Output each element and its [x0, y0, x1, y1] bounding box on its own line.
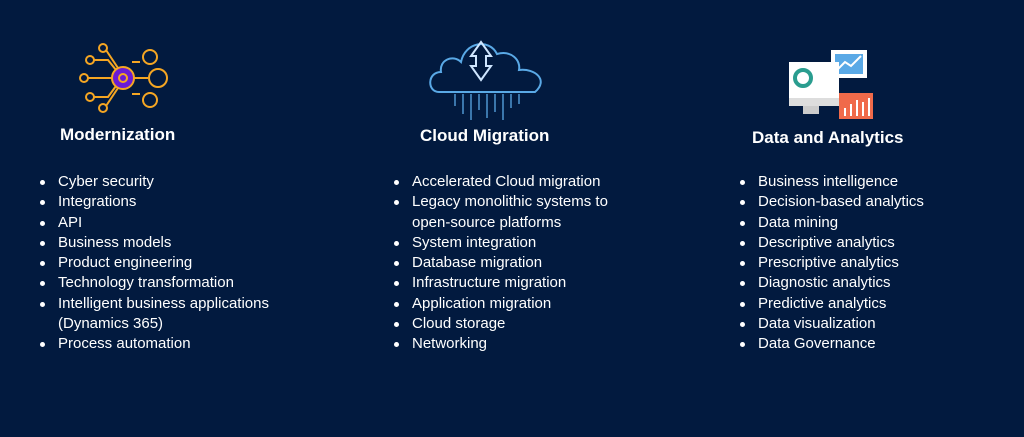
gears-network-icon: [79, 43, 168, 113]
list-item: Data visualization: [736, 314, 924, 334]
list-item: Cyber security: [36, 172, 269, 192]
list-item: Cloud storage: [390, 314, 608, 334]
list-item: API: [36, 213, 269, 233]
list-item: Business models: [36, 233, 269, 253]
cloud-upload-download-icon: [429, 40, 542, 120]
list-item: Technology transformation: [36, 273, 269, 293]
column-title: Data and Analytics: [752, 128, 904, 147]
column-title: Modernization: [60, 125, 176, 144]
list-item: Networking: [390, 334, 608, 354]
list-item: Integrations: [36, 192, 269, 212]
list-item: Infrastructure migration: [390, 273, 608, 293]
list-item: Predictive analytics: [736, 294, 924, 314]
list-item: (Dynamics 365): [58, 315, 164, 333]
list-item: Legacy monolithic systems to: [390, 192, 608, 212]
list-item: Product engineering: [36, 253, 269, 273]
list-item: Application migration: [390, 294, 608, 314]
list-item: Process automation: [36, 334, 269, 354]
list-item: Intelligent business applications: [36, 294, 269, 314]
list-item: Diagnostic analytics: [736, 273, 924, 293]
list-item: Prescriptive analytics: [736, 253, 924, 273]
list-item: open-source platforms: [412, 213, 562, 231]
list-item: Data Governance: [736, 334, 924, 354]
column-title: Cloud Migration: [420, 126, 550, 145]
list-item: Database migration: [390, 253, 608, 273]
list-item: Business intelligence: [736, 172, 924, 192]
list-item: System integration: [390, 233, 608, 253]
analytics-dashboard-icon: [789, 50, 873, 119]
list-item: Accelerated Cloud migration: [390, 172, 608, 192]
list-item: Data mining: [736, 213, 924, 233]
list-item: Descriptive analytics: [736, 233, 924, 253]
list-item: Decision-based analytics: [736, 192, 924, 212]
